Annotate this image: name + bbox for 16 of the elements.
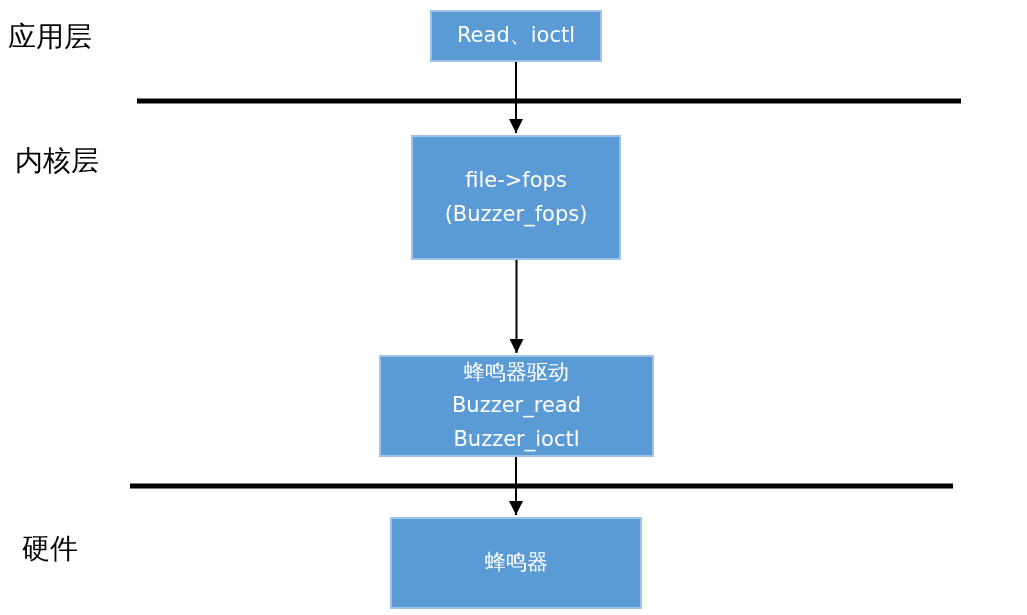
layer-label: 应用层 xyxy=(8,19,92,55)
layer-label: 内核层 xyxy=(15,143,99,179)
box-label: 蜂鸣器驱动 xyxy=(464,358,569,386)
process-box xyxy=(390,517,642,609)
process-box xyxy=(379,355,654,457)
box-label: file->fops (Buzzer_fops) xyxy=(443,166,589,229)
box-label: Buzzer_read xyxy=(451,392,582,420)
box-label: 蜂鸣器 xyxy=(484,549,548,577)
process-box xyxy=(411,135,621,260)
box-label: Buzzer_ioctl xyxy=(453,425,580,454)
arrow xyxy=(509,61,523,134)
box-label: Read、ioctl xyxy=(456,22,576,50)
process-box xyxy=(430,10,602,62)
layer-label: 硬件 xyxy=(22,531,78,567)
arrow xyxy=(509,259,524,354)
arrow xyxy=(509,456,523,516)
